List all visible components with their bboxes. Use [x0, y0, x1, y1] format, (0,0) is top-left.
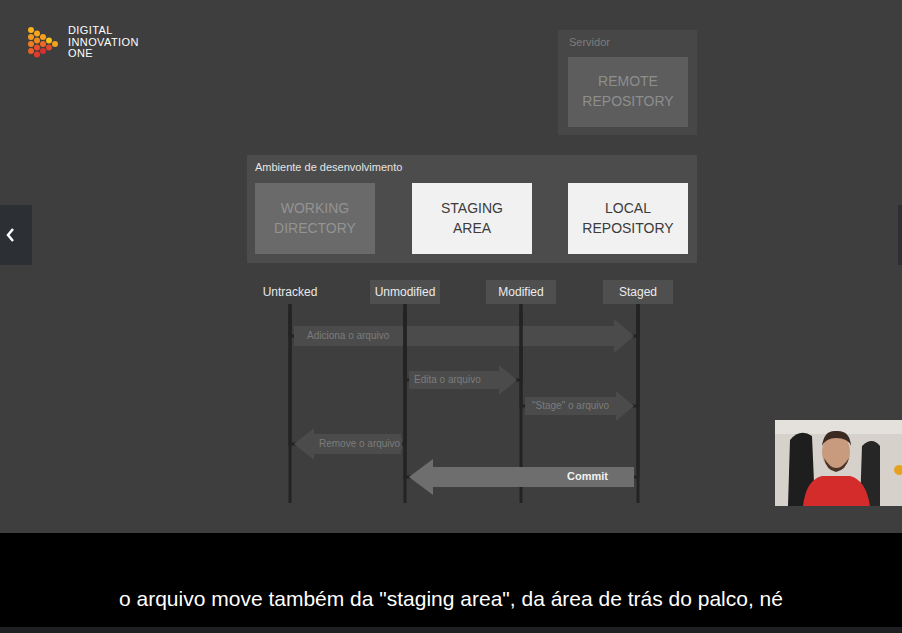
- arrow-shape: [294, 319, 634, 353]
- transition-arrow: [521, 304, 638, 421]
- logo-dot: [40, 48, 46, 54]
- logo-mark: [28, 27, 58, 58]
- group-panel: REMOTE REPOSITORY Servidor: [558, 30, 697, 135]
- box-label: WORKING DIRECTORY: [265, 199, 365, 238]
- area-box: STAGING AREA: [412, 183, 532, 254]
- state-label: Modified: [498, 285, 543, 299]
- logo-text: ONE: [68, 47, 93, 60]
- state-label: Staged: [619, 285, 657, 299]
- logo-dot: [28, 41, 34, 47]
- state-box: Untracked: [255, 280, 325, 304]
- box-label: REMOTE REPOSITORY: [578, 72, 678, 111]
- logo-dot: [46, 38, 52, 44]
- area-box: REMOTE REPOSITORY: [568, 57, 688, 127]
- logo-dot: [34, 31, 40, 37]
- arrow-shape: [409, 459, 634, 495]
- transition-arrow: [405, 304, 521, 395]
- logo-text: DIGITAL: [68, 24, 113, 37]
- panel-heading: Ambiente de desenvolvimento: [255, 161, 402, 174]
- logo-dot: [34, 38, 40, 44]
- state-label: Untracked: [263, 285, 318, 299]
- arrow-shape: [409, 365, 517, 395]
- connector-line: [521, 304, 638, 406]
- nav-chevron: [8, 229, 13, 241]
- logo-dot: [34, 52, 40, 58]
- beard: [824, 458, 849, 472]
- connector-line: [405, 304, 521, 380]
- transition-arrow: [290, 304, 405, 460]
- arrow-shape: [525, 391, 634, 421]
- connector-line: [290, 304, 405, 444]
- webcam-inset: [775, 420, 902, 506]
- logo-dot: [40, 41, 46, 47]
- lifelines: [290, 313, 638, 503]
- area-box: LOCAL REPOSITORY: [568, 183, 688, 254]
- box-label: LOCAL REPOSITORY: [578, 199, 678, 238]
- transition-arrow: [290, 304, 638, 353]
- state-label: Unmodified: [375, 285, 436, 299]
- connector-line: [405, 304, 638, 477]
- arrow-label: Adiciona o arquivo: [305, 330, 391, 342]
- area-box: WORKING DIRECTORY: [255, 183, 375, 254]
- webcam-icon: [894, 465, 902, 475]
- state-box: Staged: [603, 280, 673, 304]
- hair: [822, 431, 851, 446]
- logo-dot: [28, 48, 34, 54]
- slide-ground: [0, 0, 902, 533]
- logo-dot: [34, 45, 40, 51]
- state-box: Modified: [486, 280, 556, 304]
- box-label: STAGING AREA: [422, 199, 522, 238]
- arrow-label: Edita o arquivo: [412, 374, 483, 386]
- transition-arrow: [405, 304, 638, 495]
- arrow-label: Remove o arquivo: [317, 438, 402, 450]
- nav-button: [0, 205, 32, 265]
- logo-dot: [40, 34, 46, 40]
- logo-dot: [52, 41, 58, 47]
- arrow-label: Commit: [565, 470, 610, 483]
- panel-heading: Servidor: [569, 36, 610, 49]
- logo-dot: [28, 34, 34, 40]
- arrow-label: "Stage" o arquivo: [530, 400, 611, 412]
- logo-dot: [46, 45, 52, 51]
- nav-button: [898, 205, 902, 265]
- webcam-ground: [775, 420, 902, 506]
- taskbar-strip: [0, 627, 902, 633]
- logo-dot: [28, 27, 34, 33]
- group-panel: WORKING DIRECTORY STAGING AREA LOCAL REPOS…: [247, 155, 697, 263]
- subtitle-band: [0, 533, 902, 633]
- shirt: [803, 476, 870, 506]
- state-box: Unmodified: [370, 280, 440, 304]
- subtitle-text: o arquivo move também da "staging area",…: [114, 584, 788, 613]
